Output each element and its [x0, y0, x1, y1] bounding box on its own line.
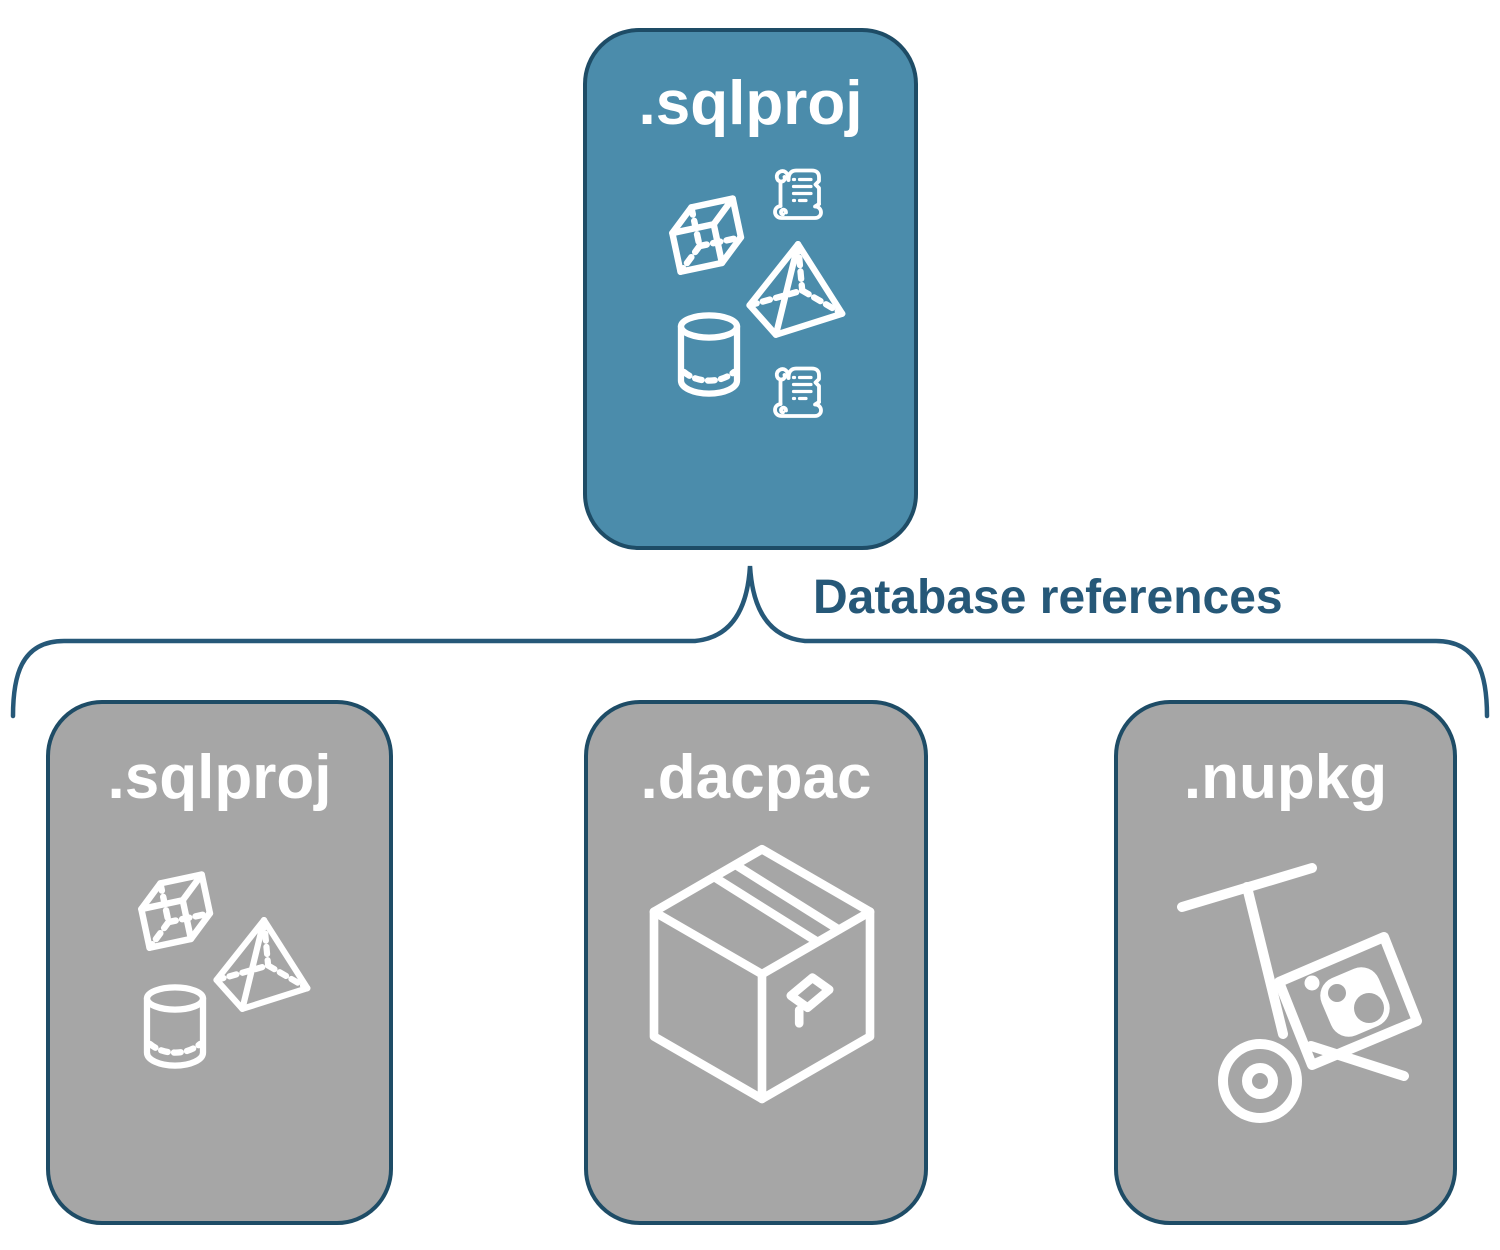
pyramid-icon — [212, 916, 316, 1014]
card-title: .sqlproj — [638, 69, 863, 138]
nuget-hand-truck-icon — [1176, 862, 1426, 1127]
card-nupkg-reference: .nupkg — [1114, 700, 1457, 1225]
database-references-label: Database references — [813, 571, 1283, 624]
database-cylinder-icon — [141, 984, 209, 1069]
scroll-icon — [770, 166, 826, 222]
pyramid-icon — [745, 240, 851, 340]
card-title: .nupkg — [1183, 743, 1388, 812]
package-box-icon — [642, 842, 882, 1123]
card-title: .dacpac — [640, 743, 872, 812]
card-title: .sqlproj — [107, 743, 332, 812]
scroll-icon — [770, 364, 826, 420]
card-sqlproj-reference: .sqlproj — [46, 700, 393, 1225]
database-cylinder-icon — [675, 312, 743, 397]
card-sqlproj-main: .sqlproj — [583, 28, 918, 550]
card-dacpac-reference: .dacpac — [584, 700, 928, 1225]
